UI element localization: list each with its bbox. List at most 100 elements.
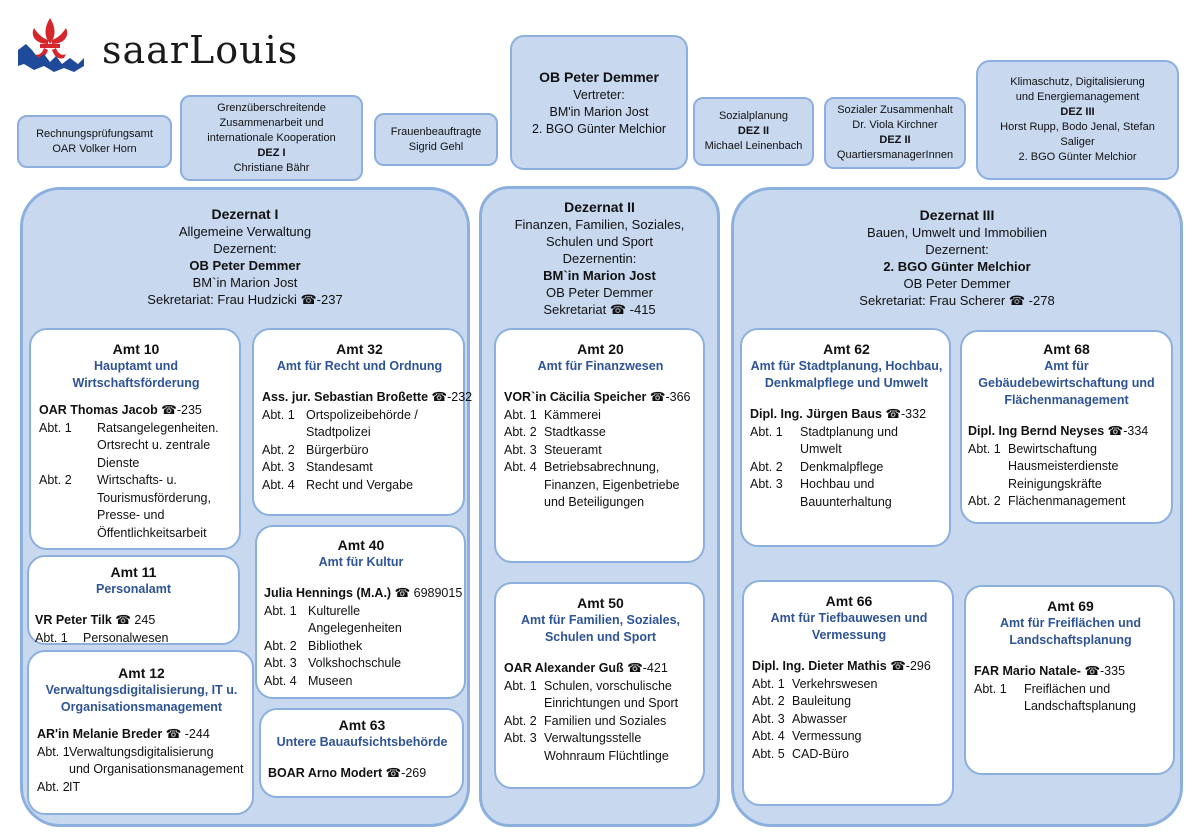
department-name: Stadtkasse [544, 425, 606, 439]
department-name: Bewirtschaftung [1008, 441, 1097, 456]
department-number [504, 748, 544, 766]
department-number: Abt. 1 [35, 630, 68, 645]
department-number [37, 761, 69, 779]
department-name: Museen [308, 673, 353, 688]
dezernat-head: 2. BGO Günter Melchior [883, 259, 1031, 274]
amt-head: Ass. jur. Sebastian Broßette ☎-232 [262, 389, 472, 407]
amt-subtitle: Amt für Stadtplanung, Hochbau, [750, 359, 943, 373]
department-number: Abt. 1 [974, 681, 1007, 696]
box-frauenbeauftragte: Frauenbeauftragte Sigrid Gehl [374, 113, 498, 166]
phone-number: ☎-334 [1107, 424, 1149, 438]
box-line: DEZ II [737, 125, 770, 137]
amt-subtitle: Landschaftsplanung [1009, 633, 1132, 647]
department-row: Wohnraum Flüchtlinge [504, 748, 697, 766]
box-line: OB Peter Demmer [539, 69, 659, 85]
phone-number: ☎-421 [627, 661, 668, 675]
box-line: Klimaschutz, Digitalisierung [1010, 76, 1145, 88]
amt-title: Amt 11 [110, 564, 157, 580]
department-name: Freiflächen und [1024, 681, 1111, 696]
amt-title: Amt 69 [1047, 598, 1094, 614]
amt-head: OAR Thomas Jacob ☎-235 [39, 402, 233, 420]
department-name: Hochbau und [800, 477, 875, 491]
department-row: Bauunterhaltung [750, 494, 943, 512]
department-number [39, 490, 97, 508]
amt-head-name: OAR Thomas Jacob [39, 403, 158, 417]
amt-subtitle: Untere Bauaufsichtsbehörde [276, 735, 448, 749]
amt-title: Amt 12 [118, 665, 165, 681]
box-sozialer-zusammenhalt: Sozialer Zusammenhalt Dr. Viola Kirchner… [824, 97, 966, 169]
dezernat-deputy: OB Peter Demmer [903, 276, 1011, 291]
amt-head: AR'in Melanie Breder ☎ -244 [37, 726, 246, 744]
amt-head: BOAR Arno Modert ☎-269 [268, 765, 456, 783]
department-number [262, 424, 306, 442]
dezernat-3-header: Dezernat III Bauen, Umwelt und Immobilie… [734, 207, 1180, 309]
department-number: Abt. 3 [262, 460, 295, 474]
amt-head: Dipl. Ing Bernd Neyses ☎-334 [968, 423, 1165, 441]
dezernat-role: Dezernentin: [562, 251, 637, 266]
secretariat-label: Sekretariat: Frau Scherer [859, 293, 1006, 308]
amt-head-name: VR Peter Tilk [35, 613, 112, 627]
department-number: Abt. 1 [262, 407, 295, 422]
department-row: Öffentlichkeitsarbeit [39, 525, 233, 543]
phone-number: ☎-332 [885, 407, 927, 421]
spacer [264, 571, 458, 585]
phone-number: ☎ 6989015 [394, 586, 463, 600]
amt-title: Amt 63 [338, 717, 386, 733]
amt-head-name: AR'in Melanie Breder [37, 727, 163, 741]
dezernat-head: BM`in Marion Jost [543, 268, 656, 283]
department-number: Abt. 1 [752, 676, 785, 691]
box-line: Dr. Viola Kirchner [852, 119, 938, 131]
amt-head-name: OAR Alexander Guß [504, 661, 624, 675]
amt-head: FAR Mario Natale- ☎-335 [974, 663, 1167, 681]
department-number [504, 695, 544, 713]
department-number [504, 494, 544, 512]
spacer [35, 598, 232, 612]
department-number: Abt. 1 [504, 678, 537, 693]
department-name: Bürgerbüro [306, 442, 369, 457]
department-number: Abt. 4 [504, 460, 537, 474]
department-number: Abt. 3 [752, 711, 785, 726]
secretariat-label: Sekretariat: Frau Hudzicki [147, 292, 297, 307]
box-line: 2. BGO Günter Melchior [1018, 151, 1137, 163]
amt-subtitle: Amt für Finanzwesen [537, 359, 664, 373]
department-number: Abt. 3 [504, 442, 537, 457]
box-line: Michael Leinenbach [704, 140, 803, 152]
amt-title: Amt 32 [336, 341, 383, 357]
department-name: Kulturelle [308, 603, 361, 618]
department-number: Abt. 4 [752, 729, 785, 743]
department-name: Verwaltungsdigitalisierung [69, 744, 214, 759]
spacer [504, 646, 697, 660]
amt-head: Julia Hennings (M.A.) ☎ 6989015 [264, 585, 462, 603]
department-name: Reinigungskräfte [1008, 476, 1102, 491]
box-line: Sozialplanung [718, 110, 789, 122]
department-number: Abt. 1 [264, 603, 297, 618]
dezernat-deputy: OB Peter Demmer [546, 285, 653, 300]
department-name: Öffentlichkeitsarbeit [97, 525, 207, 540]
department-number [750, 441, 800, 459]
amt-subtitle: Hauptamt und [93, 359, 179, 373]
dezernat-deputy: BM`in Marion Jost [192, 275, 298, 290]
dezernat-head: OB Peter Demmer [189, 258, 301, 273]
amt-title: Amt 62 [823, 341, 870, 357]
department-name: Steueramt [544, 442, 602, 457]
amt-subtitle: Amt für Recht und Ordnung [276, 359, 443, 373]
box-line: 2. BGO Günter Melchior [531, 122, 667, 136]
phone-number: ☎-296 [890, 659, 931, 673]
department-number: Abt. 1 [750, 424, 783, 439]
department-row: Hausmeisterdienste [968, 458, 1165, 476]
box-line: Horst Rupp, Bodo Jenal, Stefan [1000, 121, 1155, 133]
department-name: Ortsrecht u. zentrale [97, 438, 211, 452]
department-number: Abt. 3 [504, 731, 537, 745]
department-name: Betriebsabrechnung, [544, 460, 660, 474]
